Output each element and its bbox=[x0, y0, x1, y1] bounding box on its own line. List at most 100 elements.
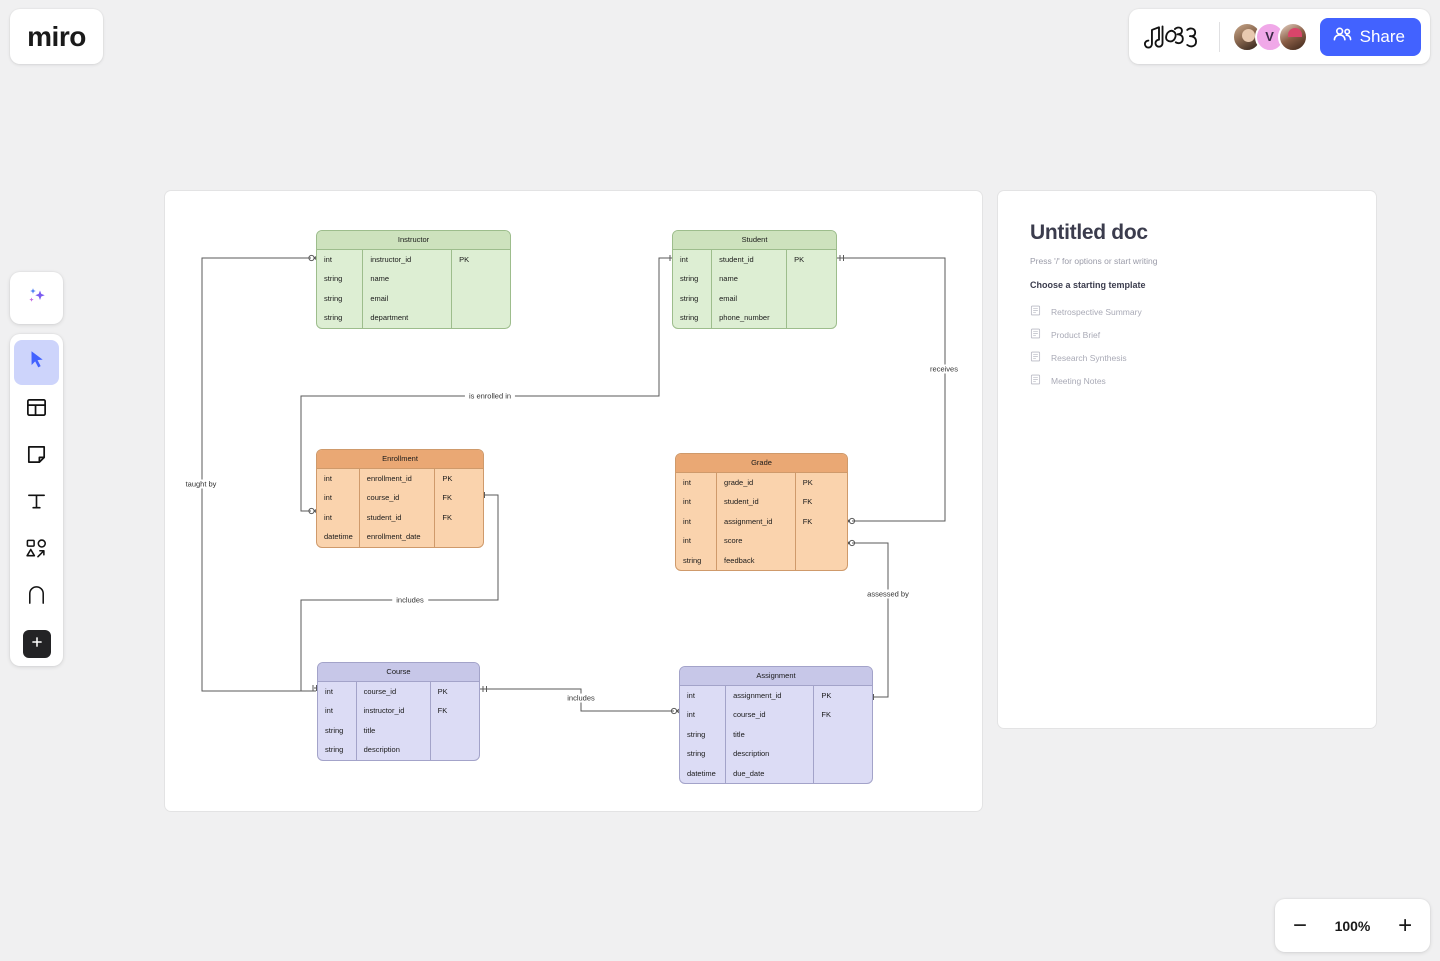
zoom-in-button[interactable]: + bbox=[1398, 911, 1413, 939]
miro-logo[interactable]: miro bbox=[10, 9, 103, 64]
er-field-name: due_date bbox=[726, 763, 815, 783]
template-item-3[interactable]: Meeting Notes bbox=[1030, 369, 1344, 392]
er-field-name: email bbox=[363, 288, 453, 308]
more-apps-tool[interactable] bbox=[22, 630, 51, 658]
er-field-name: assignment_id bbox=[717, 511, 796, 531]
er-entity-title: Grade bbox=[676, 454, 847, 473]
er-field-type: string bbox=[318, 720, 357, 740]
doc-subtitle: Press '/' for options or start writing bbox=[1030, 256, 1158, 266]
er-field-key bbox=[787, 289, 836, 309]
collaborator-avatars[interactable]: V bbox=[1231, 21, 1308, 52]
er-field-type: datetime bbox=[317, 527, 360, 547]
er-relationship-label-includes-course-assignment[interactable]: includes bbox=[563, 693, 599, 703]
shapes-tool[interactable] bbox=[14, 528, 59, 573]
er-field-name: email bbox=[712, 288, 788, 308]
main-toolbar bbox=[10, 334, 63, 666]
er-field-type: int bbox=[318, 681, 357, 701]
pen-tool[interactable] bbox=[14, 575, 59, 620]
er-field-name: course_id bbox=[357, 681, 431, 701]
er-field-key bbox=[452, 269, 510, 289]
sticky-note-tool[interactable] bbox=[14, 434, 59, 479]
er-entity-title: Instructor bbox=[317, 231, 510, 250]
doc-title[interactable]: Untitled doc bbox=[1030, 221, 1148, 244]
doc-panel[interactable]: Untitled doc Press '/' for options or st… bbox=[998, 191, 1376, 728]
er-entity-title: Course bbox=[318, 663, 479, 682]
er-field-type: int bbox=[676, 511, 718, 531]
doodle-icon bbox=[1143, 22, 1205, 52]
document-icon bbox=[1030, 372, 1041, 390]
ai-sparkle-tool[interactable] bbox=[14, 276, 59, 321]
template-tool[interactable] bbox=[14, 387, 59, 432]
avatar[interactable] bbox=[1277, 21, 1308, 52]
er-field-key bbox=[452, 289, 510, 309]
sparkle-icon bbox=[25, 284, 49, 313]
er-field-name: student_id bbox=[712, 249, 788, 269]
er-field-name: course_id bbox=[726, 705, 815, 725]
template-label: Research Synthesis bbox=[1051, 352, 1127, 363]
ai-tool-card bbox=[10, 272, 63, 324]
er-field-name: department bbox=[363, 308, 453, 328]
er-field-type: int bbox=[680, 685, 727, 705]
er-entity-title: Student bbox=[673, 231, 836, 250]
er-field-key bbox=[787, 269, 836, 289]
note-icon bbox=[25, 443, 48, 471]
template-item-2[interactable]: Research Synthesis bbox=[1030, 346, 1344, 369]
pen-icon bbox=[25, 584, 48, 612]
er-field-type: int bbox=[676, 531, 718, 551]
er-field-name: title bbox=[357, 720, 431, 740]
er-field-name: instructor_id bbox=[363, 249, 453, 269]
share-button[interactable]: Share bbox=[1319, 17, 1421, 56]
er-field-type: string bbox=[673, 269, 713, 289]
er-field-name: grade_id bbox=[717, 472, 796, 492]
er-relationship-label-assessed-by[interactable]: assessed by bbox=[863, 589, 913, 599]
er-relationship-label-includes-course-enrollment[interactable]: includes bbox=[392, 595, 428, 605]
er-field-name: name bbox=[712, 269, 788, 289]
er-field-type: string bbox=[317, 308, 364, 328]
er-field-key: PK bbox=[802, 477, 813, 487]
er-relationship-label-is-enrolled-in[interactable]: is enrolled in bbox=[464, 391, 516, 401]
er-relationship-label-receives[interactable]: receives bbox=[926, 364, 962, 374]
er-field-key: FK bbox=[802, 516, 813, 526]
er-field-name: student_id bbox=[717, 492, 796, 512]
er-field-name: title bbox=[726, 724, 815, 744]
document-icon bbox=[1030, 303, 1041, 321]
er-field-key bbox=[452, 308, 510, 328]
zoom-out-button[interactable]: − bbox=[1292, 911, 1307, 939]
toolbar-divider bbox=[1218, 21, 1220, 52]
shapes-arrow-icon bbox=[25, 537, 48, 565]
zoom-level-value: 100% bbox=[1334, 917, 1371, 934]
template-item-0[interactable]: Retrospective Summary bbox=[1030, 300, 1344, 323]
er-entity-title: Enrollment bbox=[317, 450, 483, 469]
er-field-name: enrollment_id bbox=[360, 468, 436, 488]
er-field-name: feedback bbox=[717, 550, 796, 570]
template-label: Retrospective Summary bbox=[1051, 306, 1142, 317]
layout-icon bbox=[25, 396, 48, 424]
template-item-1[interactable]: Product Brief bbox=[1030, 323, 1344, 346]
er-field-type: string bbox=[680, 744, 727, 764]
er-relationship-label-taught-by[interactable]: taught by bbox=[181, 479, 221, 489]
text-tool[interactable] bbox=[14, 481, 59, 526]
er-field-key: PK bbox=[459, 254, 470, 264]
select-tool[interactable] bbox=[14, 340, 59, 385]
